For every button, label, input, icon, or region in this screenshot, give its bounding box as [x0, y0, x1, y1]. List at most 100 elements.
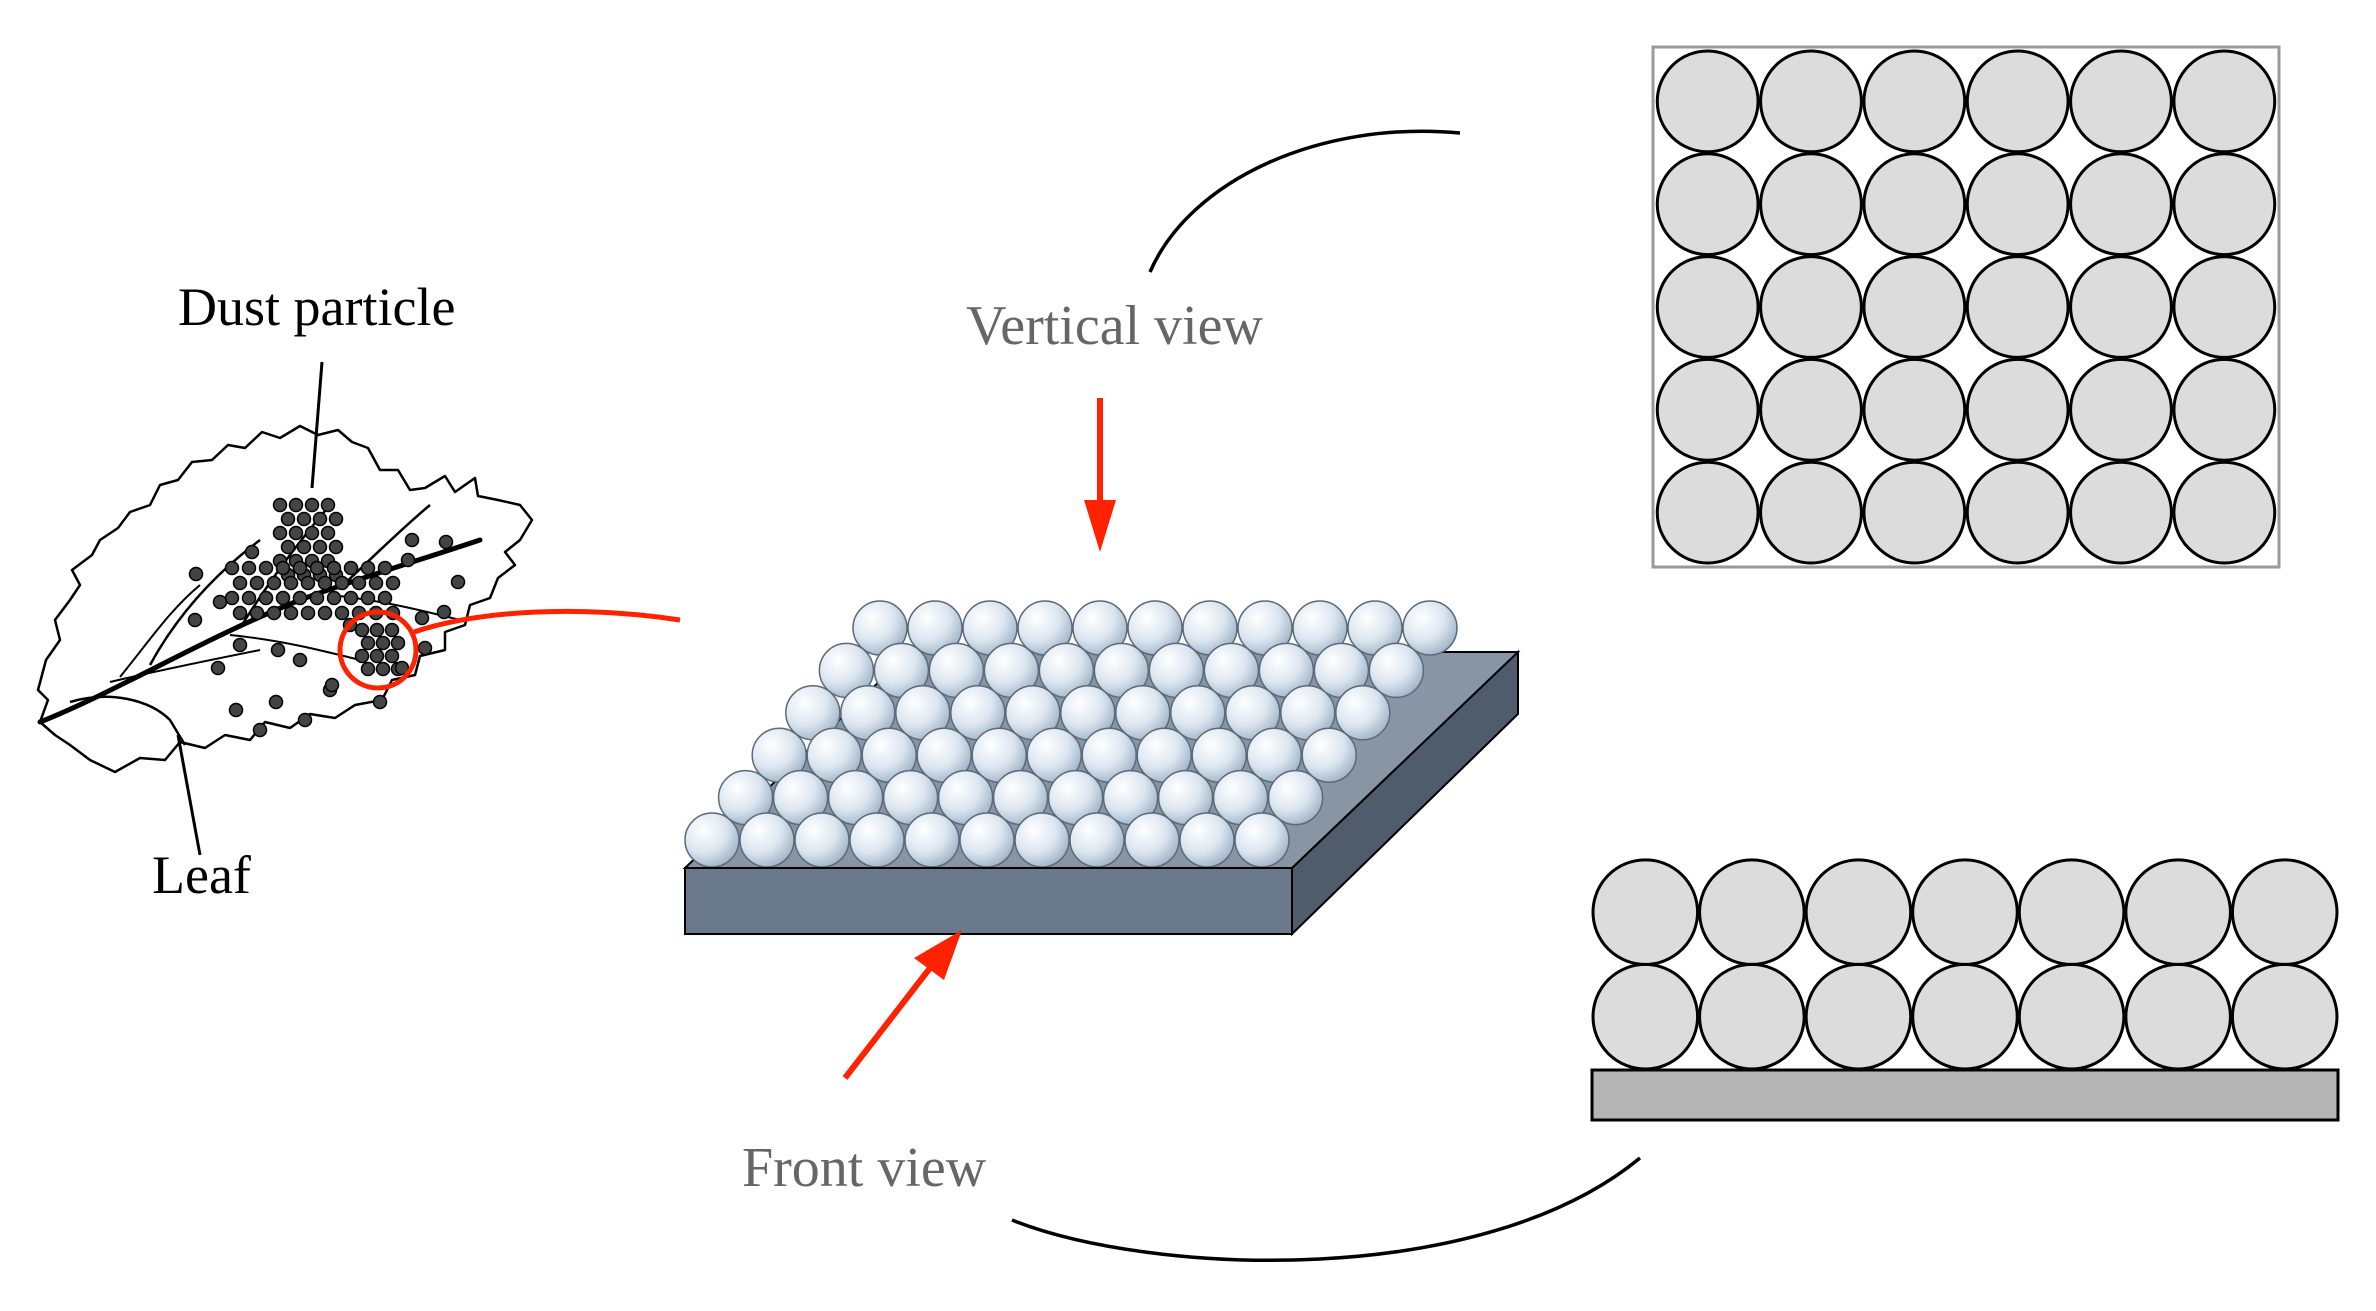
leaf-vein — [119, 584, 201, 678]
dust-particle-dot — [288, 497, 304, 513]
block-particle — [959, 812, 1015, 868]
dust-particle-dot — [369, 648, 385, 664]
dust-particle-dot — [224, 560, 240, 576]
front-view-arrow — [842, 930, 962, 1080]
dust-particle-dot — [232, 637, 248, 653]
dust-particle-dot — [400, 552, 416, 568]
front-view-particle — [2230, 858, 2339, 966]
dust-particle-dot — [351, 575, 367, 591]
top-view-particle — [1759, 152, 1863, 257]
dust-particle-dot — [266, 605, 282, 621]
dust-particle-dot — [450, 574, 466, 590]
leaf-vein — [339, 504, 431, 589]
block-particle — [1179, 812, 1235, 868]
dust-particle-dot — [272, 525, 288, 541]
dust-particle-dot — [244, 544, 260, 560]
dust-particle-dot — [438, 534, 454, 550]
dust-particle-dot — [304, 525, 320, 541]
dust-particle-dot — [272, 497, 288, 513]
top-view-particle — [2069, 49, 2173, 154]
block-particle — [1301, 727, 1357, 783]
dust-particle-dot — [283, 605, 299, 621]
block-particle — [1069, 812, 1125, 868]
top-view-particle — [2069, 357, 2173, 462]
dust-particle-dot — [241, 560, 257, 576]
dust-particle-dot — [297, 712, 313, 728]
dust-particle-dot — [360, 635, 376, 651]
front-view-panel — [1590, 858, 2340, 1122]
leaf-leader-line — [176, 734, 202, 856]
dust-particle-dot — [360, 560, 376, 576]
dust-particle-dot — [436, 604, 452, 620]
block-particle — [849, 812, 905, 868]
front-view-particle — [1698, 962, 1806, 1071]
block-particle — [1335, 685, 1391, 741]
top-view-particle — [1862, 49, 1967, 154]
dust-particle-dot — [312, 539, 328, 555]
dust-particle-dot — [241, 590, 257, 606]
top-view-particle — [1862, 255, 1967, 359]
dust-particle-dot — [212, 594, 228, 610]
dust-particle-dot — [280, 539, 296, 555]
block-particle — [904, 812, 960, 868]
dust-particle-dot — [384, 622, 400, 638]
dust-particle-dot — [360, 590, 376, 606]
dust-particle-dot — [296, 539, 312, 555]
dust-particle-dot — [317, 605, 333, 621]
leaf-illustration — [36, 424, 534, 774]
front-view-label: Front view — [742, 1137, 987, 1199]
dust-particle-dot — [270, 642, 286, 658]
dust-particle-dot — [292, 560, 308, 576]
dust-particle-dot — [384, 648, 400, 664]
dust-particle-dot — [292, 590, 308, 606]
dust-particle-dot — [312, 511, 328, 527]
dust-particle-dot — [309, 590, 325, 606]
leaf-label: Leaf — [152, 845, 251, 905]
dust-particle-dot — [375, 635, 391, 651]
leaf-vein — [109, 649, 261, 683]
dust-particle-dot — [266, 575, 282, 591]
particle-layer-3d — [682, 600, 1521, 937]
dust-particle-dot — [317, 575, 333, 591]
highlight-circle — [337, 609, 419, 691]
front-view-particle — [1698, 858, 1806, 966]
dust-particle-dot — [249, 605, 265, 621]
front-view-particle — [1591, 962, 1700, 1071]
top-view-particle — [1965, 460, 2070, 565]
top-view-particle — [1965, 357, 2070, 462]
top-view-particle — [1965, 152, 2070, 257]
vertical-view-label: Vertical view — [966, 295, 1263, 357]
front-view-plate — [1590, 1068, 2340, 1122]
front-view-arc — [1011, 1156, 1642, 1262]
top-view-particle — [1759, 357, 1863, 462]
dust-particle-dot — [394, 660, 410, 676]
front-view-particle — [1911, 858, 2019, 966]
dust-particle-dot — [309, 560, 325, 576]
dust-particle-dot — [368, 575, 384, 591]
front-view-particle — [2124, 962, 2232, 1071]
dust-particle-dot — [324, 677, 340, 693]
dust-particle-dot — [414, 610, 430, 626]
dust-particle-dot — [404, 532, 420, 548]
dust-particle-dot — [280, 511, 296, 527]
dust-particle-dot — [354, 648, 370, 664]
dust-particle-dot — [375, 661, 391, 677]
dust-particle-dot — [300, 605, 316, 621]
leaf-vein — [229, 634, 361, 661]
front-view-particle — [1804, 962, 1913, 1071]
top-view-particle — [1862, 460, 1967, 565]
top-view-particle — [1655, 152, 1760, 257]
block-particle — [1267, 769, 1324, 826]
dust-particle-dot — [300, 575, 316, 591]
vertical-view-arc — [1148, 129, 1461, 273]
dust-particle-dot — [228, 702, 244, 718]
zoom-connector-line — [413, 608, 681, 635]
top-view-particle — [1655, 357, 1760, 462]
dust-particle-dot — [328, 539, 344, 555]
top-view-particle — [1965, 49, 2070, 154]
dust-particle-dot — [283, 575, 299, 591]
dust-particle-dot — [232, 575, 248, 591]
dust-particle-dot — [334, 605, 350, 621]
top-view-particle — [1862, 152, 1967, 257]
particle-spheres — [684, 600, 1458, 868]
